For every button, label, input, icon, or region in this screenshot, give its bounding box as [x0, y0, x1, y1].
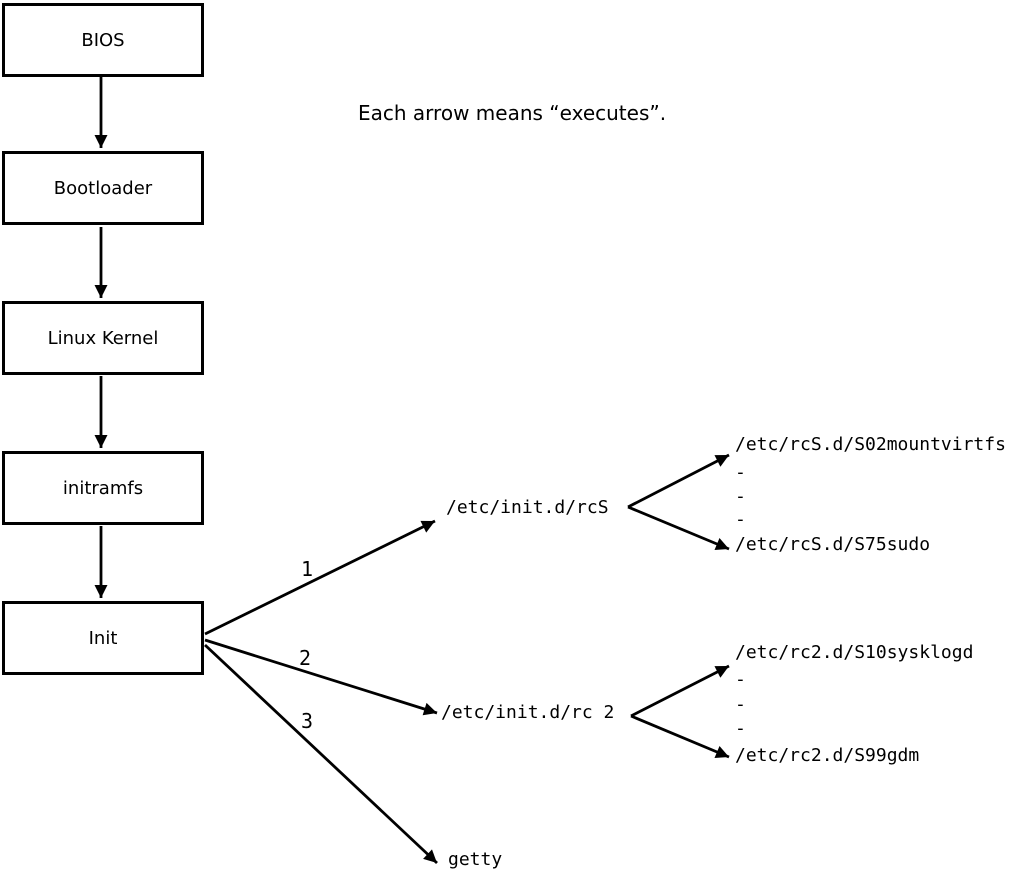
node-label: BIOS	[81, 29, 125, 51]
node-label: Init	[88, 627, 118, 649]
arrow-rc2-to-s10sysklogd	[630, 664, 730, 718]
node-bootloader: Bootloader	[2, 151, 204, 225]
arrow-rcS-to-s75sudo	[627, 505, 730, 551]
branch-number-1: 1	[301, 557, 314, 581]
branch-number-2: 2	[299, 646, 312, 670]
node-init: Init	[2, 601, 204, 675]
node-linux-kernel: Linux Kernel	[2, 301, 204, 375]
target-getty-label: getty	[448, 849, 503, 870]
arrow-init-to-rcS	[204, 519, 436, 636]
arrow-rcS-to-s02mountvirtfs	[627, 453, 730, 509]
node-label: Linux Kernel	[47, 327, 159, 349]
arrow-rc2-to-s99gdm	[630, 714, 730, 759]
child-s99gdm-label: /etc/rc2.d/S99gdm	[735, 745, 920, 766]
target-rcS-label: /etc/init.d/rcS	[446, 497, 609, 518]
child-s75sudo-label: /etc/rcS.d/S75sudo	[735, 534, 931, 555]
child-s02mountvirtfs-label: /etc/rcS.d/S02mountvirtfs	[735, 434, 1006, 455]
node-label: initramfs	[62, 477, 144, 499]
legend-note: Each arrow means “executes”.	[358, 101, 667, 125]
arrow-init-to-getty	[204, 643, 438, 865]
target-rc2-label: /etc/init.d/rc 2	[441, 702, 615, 723]
arrow-init-to-rc2	[204, 638, 438, 716]
rc2-ellipsis: - - -	[735, 669, 746, 739]
child-s10sysklogd-label: /etc/rc2.d/S10sysklogd	[735, 642, 974, 663]
node-bios: BIOS	[2, 3, 204, 77]
branch-number-3: 3	[301, 709, 314, 733]
node-label: Bootloader	[53, 177, 153, 199]
node-initramfs: initramfs	[2, 451, 204, 525]
rcS-ellipsis: - - -	[735, 462, 746, 530]
